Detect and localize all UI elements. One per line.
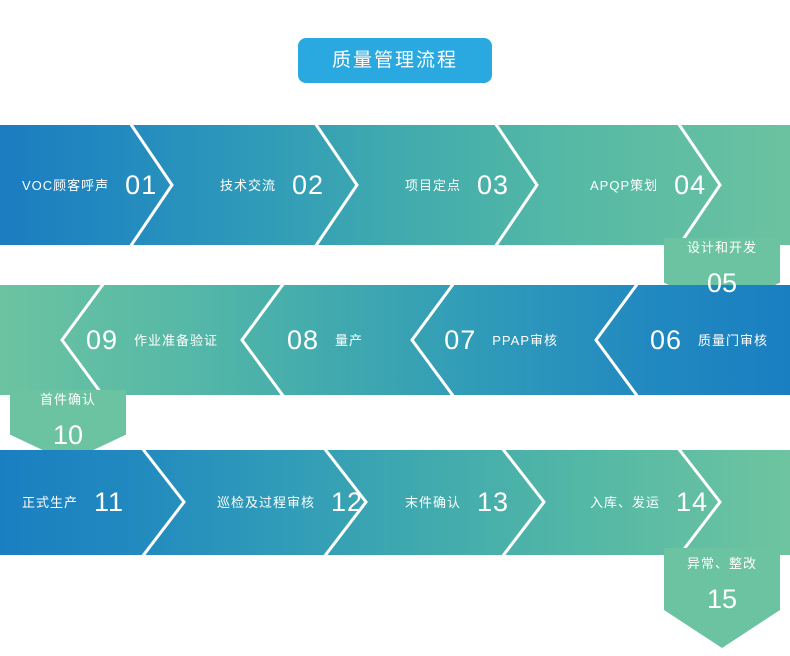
row-2-background — [0, 285, 790, 395]
step-14[interactable]: 入库、发运 14 — [568, 450, 790, 555]
process-row-1: VOC顾客呼声 01 技术交流 02 项目定点 03 APQP策划 04 — [0, 125, 790, 245]
connector-step-15[interactable]: 异常、整改 15 — [664, 548, 780, 648]
step-12[interactable]: 巡检及过程审核 12 — [195, 450, 383, 555]
row-3-background — [0, 450, 790, 555]
step-06[interactable]: 06 质量门审核 — [580, 285, 790, 395]
step-04-label: APQP策划 — [590, 177, 659, 193]
step-06-number: 06 — [649, 324, 682, 355]
step-13-label: 末件确认 — [405, 495, 462, 510]
step-04[interactable]: APQP策划 04 — [568, 125, 790, 245]
step-12-number: 12 — [331, 487, 364, 517]
connector-05-label: 设计和开发 — [686, 240, 757, 255]
step-13-number: 13 — [477, 487, 510, 517]
step-01-label: VOC顾客呼声 — [22, 177, 110, 193]
step-08-number: 08 — [286, 324, 319, 355]
connector-05-number: 05 — [706, 268, 738, 298]
step-08[interactable]: 08 量产 — [240, 285, 385, 395]
step-14-label: 入库、发运 — [590, 495, 661, 510]
row-2-steps: 09 作业准备验证 08 量产 07 PPAP审核 06 质量门审核 — [0, 285, 790, 395]
step-03[interactable]: 项目定点 03 — [383, 125, 568, 245]
process-row-3: 正式生产 11 巡检及过程审核 12 末件确认 13 入库、发运 14 — [0, 450, 790, 555]
connector-10-number: 10 — [52, 420, 84, 450]
step-11-number: 11 — [94, 487, 125, 517]
process-row-2: 09 作业准备验证 08 量产 07 PPAP审核 06 质量门审核 — [0, 285, 790, 395]
step-11[interactable]: 正式生产 11 — [0, 450, 195, 555]
step-07-number: 07 — [444, 324, 477, 355]
connector-10-label: 首件确认 — [39, 392, 96, 407]
step-09[interactable]: 09 作业准备验证 — [0, 285, 240, 395]
step-09-number: 09 — [85, 324, 118, 355]
step-13[interactable]: 末件确认 13 — [383, 450, 568, 555]
step-04-number: 04 — [674, 169, 707, 200]
connector-15-label: 异常、整改 — [686, 556, 757, 571]
row-1-steps: VOC顾客呼声 01 技术交流 02 项目定点 03 APQP策划 04 — [0, 125, 790, 245]
step-11-label: 正式生产 — [22, 495, 79, 510]
page-title: 质量管理流程 — [297, 37, 492, 83]
step-14-number: 14 — [676, 487, 709, 517]
step-02-label: 技术交流 — [220, 177, 277, 193]
step-07-label: PPAP审核 — [492, 332, 558, 348]
title-bar: 质量管理流程 — [0, 0, 790, 120]
step-07[interactable]: 07 PPAP审核 — [385, 285, 580, 395]
step-12-label: 巡检及过程审核 — [217, 495, 316, 510]
step-09-label: 作业准备验证 — [133, 332, 218, 348]
step-02[interactable]: 技术交流 02 — [198, 125, 383, 245]
step-08-label: 量产 — [334, 332, 363, 348]
step-01-number: 01 — [125, 169, 158, 200]
step-06-label: 质量门审核 — [697, 332, 768, 348]
step-03-label: 项目定点 — [405, 177, 462, 193]
step-02-number: 02 — [292, 169, 325, 200]
connector-15-number: 15 — [706, 584, 738, 614]
step-03-number: 03 — [477, 169, 510, 200]
step-01[interactable]: VOC顾客呼声 01 — [0, 125, 198, 245]
row-3-steps: 正式生产 11 巡检及过程审核 12 末件确认 13 入库、发运 14 — [0, 450, 790, 555]
